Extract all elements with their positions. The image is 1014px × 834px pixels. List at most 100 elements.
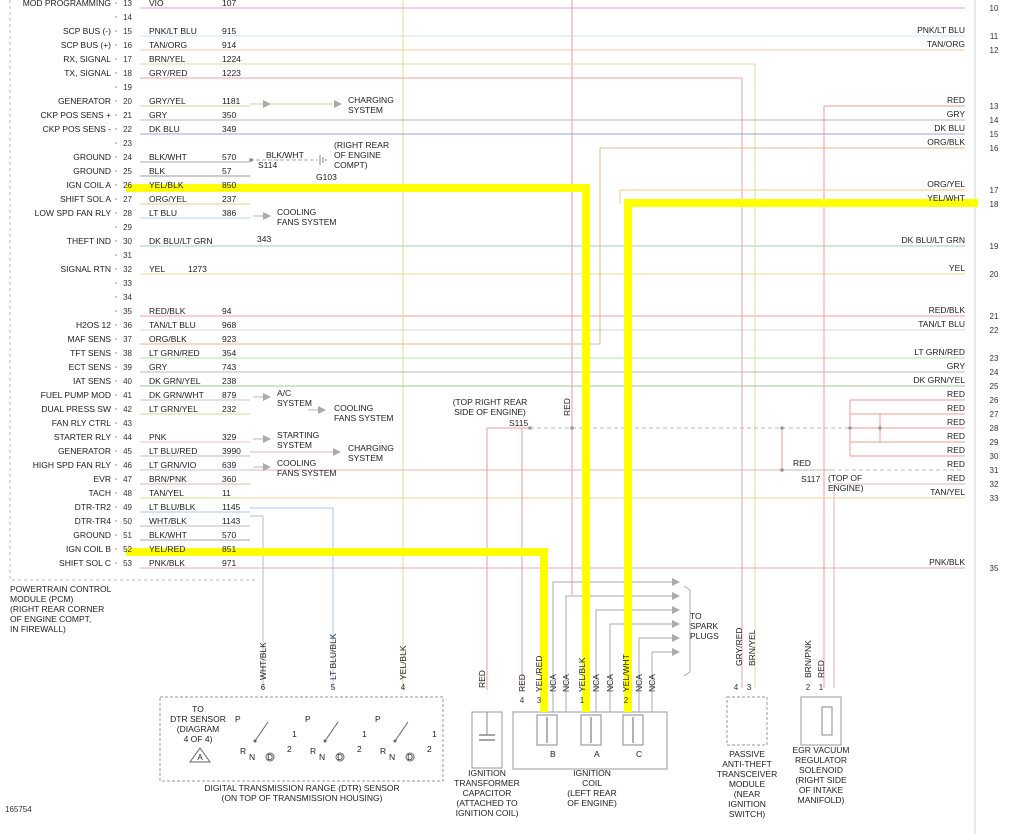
coil-wire-color: NCA	[561, 674, 571, 692]
pcm-pin-circuit: 11	[222, 488, 231, 498]
pcm-pin-wire-color: WHT/BLK	[149, 516, 187, 526]
right-row-number: 32	[990, 480, 999, 489]
pcm-pin-function: CKP POS SENS +	[41, 110, 112, 120]
dtr-contact-1: 1	[432, 729, 437, 739]
system-ref-label: SYSTEM	[277, 398, 312, 408]
pcm-pin-number: 52	[123, 545, 132, 554]
pcm-pin-circuit: 923	[222, 334, 236, 344]
pcm-pin-function: HIGH SPD FAN RLY	[33, 460, 112, 470]
pcm-pin-wire-color: DK GRN/WHT	[149, 390, 204, 400]
pcm-pin-wire-color: GRY	[149, 362, 168, 372]
spark-plugs-label: SPARK	[690, 621, 719, 631]
pcm-pin-wire-color: BLK	[149, 166, 165, 176]
pcm-pin-circuit: 238	[222, 376, 236, 386]
spark-arrow-icon	[672, 578, 680, 586]
ref-arrow-icon	[263, 435, 271, 443]
pcm-pin-circuit: 329	[222, 432, 236, 442]
coil-section-label: C	[636, 749, 642, 759]
pcm-pin-wire-color: BRN/YEL	[149, 54, 186, 64]
pcm-pin-wire-color: YEL/RED	[149, 544, 185, 554]
capacitor-label: TRANSFORMER	[454, 778, 520, 788]
right-row-number: 15	[990, 130, 999, 139]
egr-solenoid-box	[800, 696, 842, 746]
coil-winding	[580, 714, 602, 746]
right-row-wire-color: RED	[947, 445, 965, 455]
system-ref-label: COOLING	[277, 458, 316, 468]
system-ref-label: SYSTEM	[348, 453, 383, 463]
pcm-pin-circuit: 971	[222, 558, 236, 568]
pcm-pin-function: IGN COIL A	[66, 180, 111, 190]
dtr-to-label: TO	[192, 704, 204, 714]
ref-arrow-icon	[263, 393, 271, 401]
splice-dot	[780, 426, 784, 430]
ground-wire-color: BLK/WHT	[266, 150, 304, 160]
right-row-wire-color: PNK/LT BLU	[917, 25, 965, 35]
coil-label: IGNITION	[573, 768, 611, 778]
right-row-number: 13	[990, 102, 999, 111]
ignition-coil-body	[512, 711, 668, 770]
ref-arrow-icon	[263, 463, 271, 471]
right-row-wire-color: DK BLU	[934, 123, 965, 133]
ground-location: COMPT)	[334, 160, 368, 170]
pats-label: SWITCH)	[729, 809, 766, 819]
theft-circuit: 343	[257, 234, 271, 244]
pcm-pin-number: 22	[123, 125, 132, 134]
pcm-pin-function: GENERATOR	[58, 96, 111, 106]
pcm-pin-circuit: 879	[222, 390, 236, 400]
pcm-pin-number: 42	[123, 405, 132, 414]
splice-location: (TOP RIGHT REAR	[453, 397, 528, 407]
pcm-pin-number: 44	[123, 433, 132, 442]
switch-pivot	[253, 739, 257, 743]
pcm-pin-circuit: 1273	[188, 264, 207, 274]
spark-arrow-icon	[672, 620, 680, 628]
splice-dot	[878, 426, 882, 430]
system-ref-label: SYSTEM	[348, 105, 383, 115]
pcm-pin-circuit: 354	[222, 348, 236, 358]
pcm-pin-function: GENERATOR	[58, 446, 111, 456]
right-row-number: 26	[990, 396, 999, 405]
pcm-pin-wire-color: LT GRN/RED	[149, 348, 200, 358]
coil-wire-color: NCA	[548, 674, 558, 692]
highlight-layer	[126, 184, 978, 712]
dtr-contact-d-icon	[265, 752, 275, 762]
pcm-pin-wire-color: VIO	[149, 0, 164, 8]
splice-s117-label: S117	[801, 474, 820, 484]
pcm-pin-circuit: 570	[222, 530, 236, 540]
capacitor-label: IGNITION COIL)	[456, 808, 519, 818]
pcm-pin-function: MAF SENS	[68, 334, 112, 344]
pcm-pin-circuit: 1145	[222, 502, 241, 512]
pcm-pin-wire-color: LT GRN/VIO	[149, 460, 197, 470]
egr-pin: 1	[819, 683, 824, 692]
pcm-pin-number: 15	[123, 27, 132, 36]
spark-plugs-label: TO	[690, 611, 702, 621]
pcm-pin-number: 48	[123, 489, 132, 498]
pats-wire-color: GRY/RED	[734, 627, 744, 666]
pcm-pin-function: EVR	[94, 474, 111, 484]
pcm-pin-function: TX, SIGNAL	[64, 68, 111, 78]
pcm-pin-function: THEFT IND	[67, 236, 111, 246]
ref-arrow-icon	[263, 100, 271, 108]
pcm-module-label: POWERTRAIN CONTROL	[10, 584, 112, 594]
right-row-wire-color: RED	[947, 473, 965, 483]
right-row-number: 25	[990, 382, 999, 391]
pcm-pin-number: 16	[123, 41, 132, 50]
pcm-pin-number: 51	[123, 531, 132, 540]
switch-blade	[324, 721, 339, 742]
pcm-pin-number: 35	[123, 307, 132, 316]
pcm-pin-circuit: 743	[222, 362, 236, 372]
coil-pin: 3	[537, 696, 542, 705]
pcm-pin-circuit: 914	[222, 40, 236, 50]
capacitor-wire-color: RED	[477, 670, 487, 688]
system-ref-label: STARTING	[277, 430, 319, 440]
pcm-module-label: OF ENGINE COMPT,	[10, 614, 91, 624]
coil-label: OF ENGINE)	[567, 798, 617, 808]
pats-wire-color: BRN/YEL	[747, 629, 757, 666]
pcm-pin-number: 47	[123, 475, 132, 484]
dtr-contact-p: P	[375, 714, 381, 724]
pcm-pin-number: 28	[123, 209, 132, 218]
right-row-wire-color: LT GRN/RED	[914, 347, 965, 357]
pcm-pin-number: 46	[123, 461, 132, 470]
system-ref-label: COOLING	[334, 403, 373, 413]
pcm-pin-function: IGN COIL B	[66, 544, 111, 554]
